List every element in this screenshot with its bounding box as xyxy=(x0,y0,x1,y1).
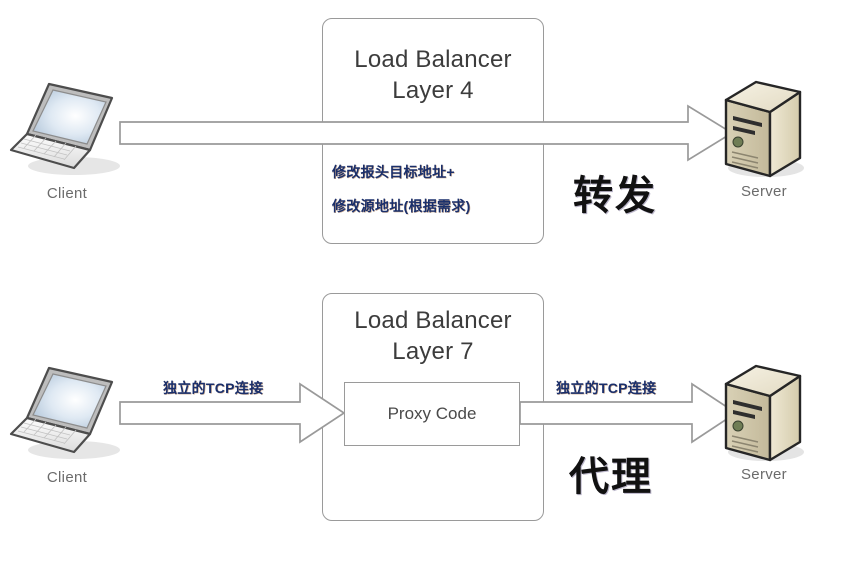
layer4-server-label: Server xyxy=(741,183,787,200)
layer4-server-icon xyxy=(724,80,804,178)
layer4-forward-arrow xyxy=(119,104,734,162)
layer4-client-laptop-icon xyxy=(9,82,120,175)
layer7-client-laptop-icon xyxy=(9,366,120,459)
layer7-mode-label: 代理 xyxy=(569,455,653,499)
layer7-client-label: Client xyxy=(46,469,88,486)
layer4-mode-label: 转发 xyxy=(573,174,657,218)
load-balancer-layer7-title: Load Balancer Layer 7 xyxy=(354,307,512,365)
layer7-client-to-proxy-arrow xyxy=(119,382,346,444)
layer7-server-label: Server xyxy=(741,466,787,483)
layer7-server-icon xyxy=(724,364,804,462)
layer7-left-arrow-label: 独立的TCP连接 xyxy=(163,380,264,396)
layer7-right-arrow-label: 独立的TCP连接 xyxy=(556,380,657,396)
layer4-note-1: 修改报头目标地址+ xyxy=(332,164,455,180)
layer4-client-label: Client xyxy=(46,185,88,202)
proxy-code-box: Proxy Code xyxy=(344,382,520,446)
layer7-proxy-to-server-arrow xyxy=(519,382,738,444)
layer4-note-2: 修改源地址(根据需求) xyxy=(332,198,471,214)
load-balancer-layer4-title: Load Balancer Layer 4 xyxy=(354,46,512,104)
